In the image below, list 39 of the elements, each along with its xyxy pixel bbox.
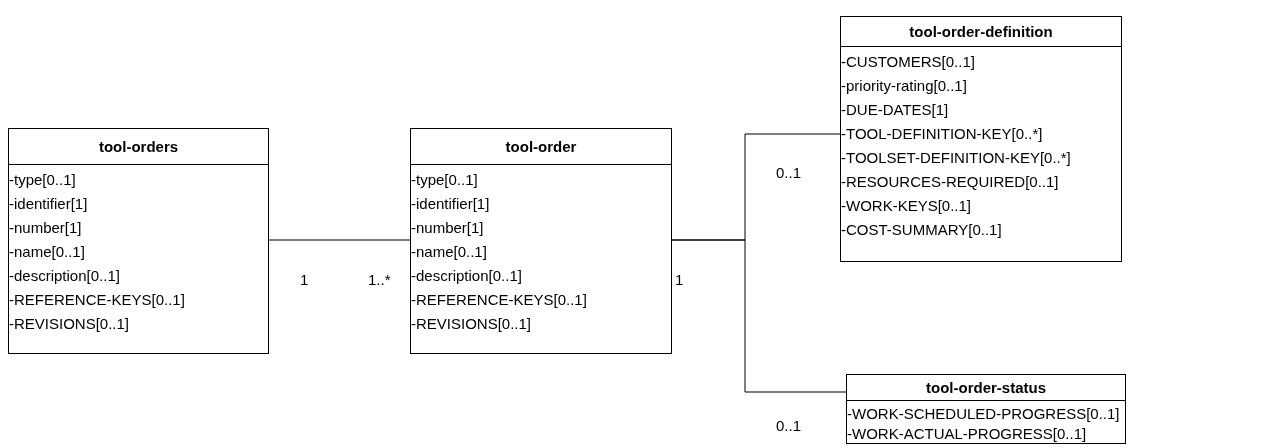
attribute-text: -TOOL-DEFINITION-KEY[0..*] bbox=[841, 125, 1043, 141]
attribute-text: -name[0..1] bbox=[411, 243, 487, 259]
class-box bbox=[840, 16, 1122, 262]
attribute-text: -type[0..1] bbox=[411, 171, 478, 187]
attribute-text: -identifier[1] bbox=[411, 195, 490, 211]
attribute-text: -identifier[1] bbox=[9, 195, 88, 211]
association-line bbox=[671, 239, 847, 393]
attribute-text: -REVISIONS[0..1] bbox=[9, 315, 130, 331]
attribute-text: -REFERENCE-KEYS[0..1] bbox=[411, 291, 587, 307]
attribute-text: -REFERENCE-KEYS[0..1] bbox=[9, 291, 185, 307]
attribute-text: -type[0..1] bbox=[9, 171, 76, 187]
multiplicity-label: 0..1 bbox=[776, 418, 802, 433]
association-line bbox=[268, 239, 411, 241]
multiplicity-label: 1..* bbox=[368, 272, 391, 287]
attribute-text: -description[0..1] bbox=[9, 267, 120, 283]
class-box bbox=[8, 128, 269, 354]
attribute-text: -WORK-SCHEDULED-PROGRESS[0..1] bbox=[847, 405, 1120, 421]
attribute-text: -priority-rating[0..1] bbox=[841, 77, 967, 93]
attribute-text: -number[1] bbox=[9, 219, 82, 235]
class-box bbox=[846, 374, 1126, 444]
class-name: tool-orders bbox=[98, 139, 179, 154]
multiplicity-label: 1 bbox=[675, 272, 684, 287]
attribute-text: -DUE-DATES[1] bbox=[841, 101, 949, 117]
attribute-text: -RESOURCES-REQUIRED[0..1] bbox=[841, 173, 1059, 189]
attribute-text: -WORK-KEYS[0..1] bbox=[841, 197, 972, 213]
attribute-text: -number[1] bbox=[411, 219, 484, 235]
class-name: tool-order-status bbox=[926, 380, 1046, 395]
attribute-text: -TOOLSET-DEFINITION-KEY[0..*] bbox=[841, 149, 1071, 165]
attribute-text: -COST-SUMMARY[0..1] bbox=[841, 221, 1002, 237]
attribute-text: -CUSTOMERS[0..1] bbox=[841, 53, 975, 69]
attribute-text: -description[0..1] bbox=[411, 267, 522, 283]
class-name: tool-order bbox=[505, 139, 577, 154]
class-name: tool-order-definition bbox=[909, 24, 1053, 39]
multiplicity-label: 0..1 bbox=[776, 165, 802, 180]
attribute-text: -name[0..1] bbox=[9, 243, 85, 259]
attribute-text: -REVISIONS[0..1] bbox=[411, 315, 532, 331]
class-box bbox=[410, 128, 672, 354]
multiplicity-label: 1 bbox=[300, 272, 309, 287]
attribute-text: -WORK-ACTUAL-PROGRESS[0..1] bbox=[847, 425, 1087, 441]
